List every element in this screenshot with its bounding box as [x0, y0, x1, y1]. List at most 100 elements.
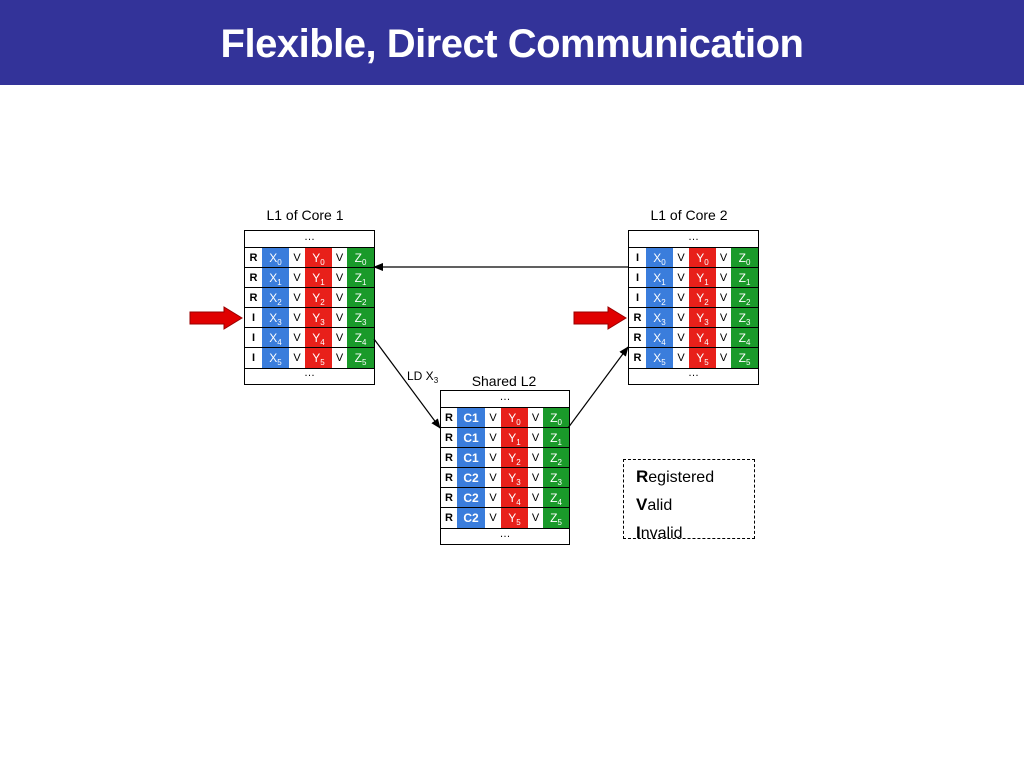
z-cell-sub: 0: [361, 258, 367, 267]
y-cell-sub: 2: [704, 298, 709, 307]
valid-cell-text: V: [335, 332, 344, 344]
z-cell: Z1: [543, 428, 569, 448]
row-divider: [245, 327, 374, 328]
ld-label-text: LD X: [407, 369, 434, 383]
owner-cell-text: C2: [463, 511, 479, 525]
y-cell-text: Y: [312, 251, 321, 265]
valid-cell-text: V: [489, 452, 497, 464]
owner-cell-text: C1: [463, 451, 479, 465]
z-cell: Z4: [543, 488, 569, 508]
state-cell: R: [629, 348, 646, 368]
z-cell: Z5: [731, 348, 758, 368]
valid-cell: V: [716, 328, 731, 348]
y-cell-sub: 1: [704, 278, 709, 287]
row-divider: [629, 267, 758, 268]
valid-cell-text: V: [293, 292, 301, 304]
z-cell: Z5: [347, 348, 374, 368]
legend-invalid: Invalid: [636, 519, 754, 547]
row-divider: [245, 307, 374, 308]
y-cell-text: Y: [696, 311, 705, 325]
state-cell-text: R: [445, 452, 453, 464]
valid-cell-text: V: [293, 352, 301, 364]
state-cell: R: [441, 468, 457, 488]
row-divider: [245, 287, 374, 288]
valid-cell: V: [673, 308, 689, 328]
arrow-l2-to-core2: [567, 346, 629, 429]
valid-cell: V: [716, 268, 731, 288]
z-cell-text: Z: [354, 291, 362, 305]
z-cell-text: Z: [354, 311, 362, 325]
valid-cell-text: V: [677, 252, 685, 264]
valid-cell: V: [716, 288, 731, 308]
y-cell: Y1: [305, 268, 332, 288]
z-cell: Z1: [347, 268, 374, 288]
valid-cell-text: V: [489, 432, 497, 444]
state-cell: I: [629, 268, 646, 288]
x-cell: X3: [262, 308, 289, 328]
valid-cell-text: V: [531, 472, 540, 484]
red-arrow-core2: [573, 306, 627, 330]
x-cell-text: X: [653, 291, 662, 305]
state-cell: I: [245, 308, 262, 328]
z-cell: Z0: [543, 408, 569, 428]
y-cell-sub: 4: [320, 338, 325, 347]
state-cell-text: R: [445, 512, 453, 524]
legend-box: Registered Valid Invalid: [623, 459, 755, 542]
row-divider: [629, 307, 758, 308]
valid-cell: V: [673, 288, 689, 308]
y-cell-sub: 1: [320, 278, 325, 287]
state-cell: R: [245, 288, 262, 308]
y-cell: Y3: [501, 468, 528, 488]
row-divider: [629, 287, 758, 288]
l1-core2-top-ellipsis: …: [688, 231, 699, 243]
valid-cell-text: V: [489, 492, 497, 504]
legend-valid-initial: V: [636, 495, 648, 514]
valid-cell-text: V: [293, 272, 301, 284]
l1-core2-bottom-ellipsis: …: [688, 367, 699, 379]
z-cell-text: Z: [738, 271, 746, 285]
x-cell: X1: [646, 268, 673, 288]
valid-cell-text: V: [719, 332, 728, 344]
state-cell-text: I: [635, 292, 640, 304]
ld-x3-label: LD X3: [407, 369, 438, 385]
owner-cell: C1: [457, 408, 485, 428]
x-cell-text: X: [269, 251, 278, 265]
x-cell-sub: 2: [661, 298, 666, 307]
valid-cell-text: V: [719, 252, 728, 264]
y-cell: Y4: [689, 328, 716, 348]
x-cell-sub: 1: [661, 278, 666, 287]
z-cell-sub: 1: [745, 278, 751, 287]
owner-cell: C1: [457, 428, 485, 448]
y-cell-sub: 0: [516, 418, 521, 427]
state-cell-text: R: [633, 332, 642, 344]
state-cell: R: [441, 508, 457, 528]
y-cell: Y5: [305, 348, 332, 368]
z-cell-text: Z: [354, 351, 362, 365]
state-cell-text: R: [633, 312, 642, 324]
y-cell-sub: 3: [704, 318, 709, 327]
z-cell-sub: 2: [745, 298, 751, 307]
state-cell-text: I: [635, 252, 640, 264]
z-cell: Z3: [347, 308, 374, 328]
x-cell: X5: [262, 348, 289, 368]
valid-cell: V: [716, 248, 731, 268]
valid-cell-text: V: [677, 332, 685, 344]
valid-cell: V: [332, 268, 347, 288]
x-cell-text: X: [269, 331, 278, 345]
x-cell-sub: 0: [661, 258, 666, 267]
z-cell-text: Z: [354, 271, 362, 285]
x-cell: X0: [262, 248, 289, 268]
state-cell: R: [441, 448, 457, 468]
owner-cell: C2: [457, 468, 485, 488]
arrow-core1-to-l2: [373, 338, 441, 429]
x-cell-sub: 4: [661, 338, 666, 347]
z-cell: Z3: [543, 468, 569, 488]
x-cell-sub: 3: [277, 318, 282, 327]
valid-cell: V: [673, 248, 689, 268]
